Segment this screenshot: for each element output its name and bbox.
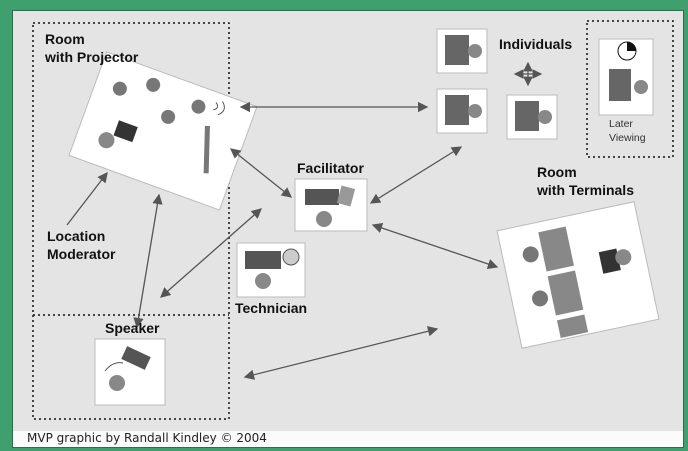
technician-label: Technician	[235, 300, 307, 316]
room-terminals-card	[496, 201, 660, 349]
arrow-facilitator-individuals	[369, 146, 463, 204]
arrow-projector-facilitator	[229, 148, 293, 198]
individuals-label: Individuals	[499, 36, 572, 52]
technician-card	[236, 242, 306, 298]
speaker-label: Speaker	[105, 320, 160, 336]
individual-card-2	[436, 88, 488, 134]
facilitator-label: Facilitator	[297, 160, 364, 176]
later-viewing-dotted-region	[586, 20, 674, 158]
room-projector-label-1: Room	[45, 31, 85, 47]
location-moderator-label-2: Moderator	[47, 246, 116, 262]
credit-line: MVP graphic by Randall Kindley © 2004	[27, 431, 267, 445]
arrow-speaker-terminals	[243, 326, 439, 380]
later-viewing-label-1: Later	[609, 118, 633, 130]
arrow-facilitator-speaker	[160, 208, 262, 298]
individual-card-3	[506, 94, 558, 140]
speaker-card	[94, 338, 166, 406]
individual-card-1	[436, 28, 488, 74]
diagram: Room with Projector Location Moderator S…	[13, 11, 683, 431]
later-viewing-label-2: Viewing	[609, 132, 646, 144]
left-dotted-region	[32, 22, 230, 420]
room-projector-label-2: with Projector	[44, 49, 139, 65]
room-terminals-label-1: Room	[537, 164, 577, 180]
panel: Room with Projector Location Moderator S…	[12, 10, 684, 448]
individuals-cross-arrows	[513, 61, 543, 87]
room-terminals-label-2: with Terminals	[536, 182, 634, 198]
location-moderator-label-1: Location	[47, 228, 105, 244]
later-viewing-card	[598, 38, 654, 116]
facilitator-card	[294, 178, 368, 232]
arrow-moderator-speaker	[133, 193, 163, 329]
arrow-moderator-projector	[66, 171, 108, 226]
arrow-facilitator-terminals	[371, 222, 499, 270]
room-projector-card	[68, 51, 258, 211]
